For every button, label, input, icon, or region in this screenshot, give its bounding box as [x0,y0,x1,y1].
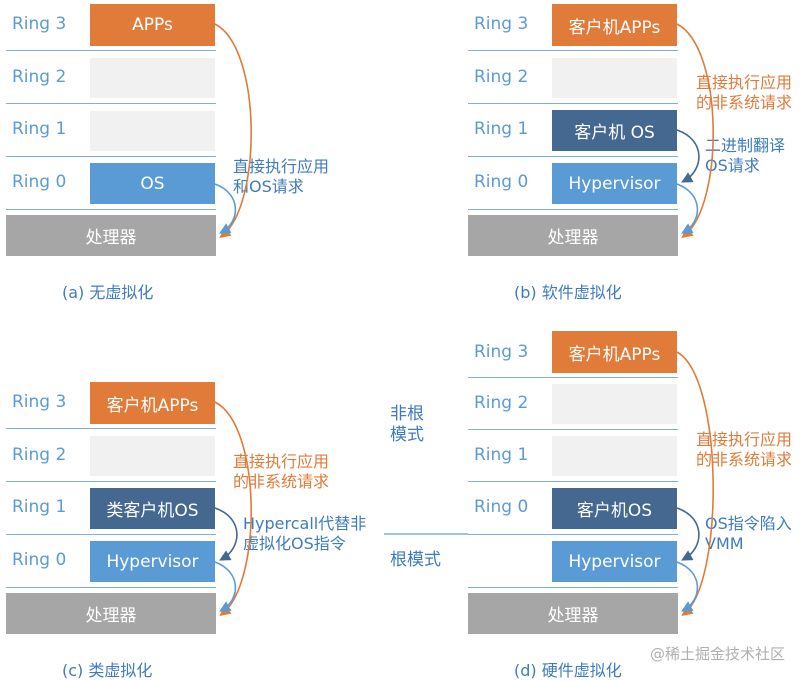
ring-divider [468,429,678,430]
processor-box: 处理器 [6,215,216,256]
para-guest-os-box: 类客户机OS [90,488,215,529]
ring-divider [6,156,216,157]
hypervisor-to-processor-arrow [676,561,699,612]
guest-os-to-hypervisor-arrow [676,129,700,183]
processor-box: 处理器 [6,593,216,634]
ring-divider [468,534,678,535]
guest-os-to-hypervisor-arrow [676,507,700,561]
os-trap-vmm-note: OS指令陷入 VMM [705,514,792,553]
apps-to-processor-arrow [676,351,714,617]
ring-divider [468,50,678,51]
apps-to-processor-arrow [676,23,714,239]
ring-2-label: Ring 2 [12,445,67,465]
ring-divider [6,587,216,588]
non-system-request-note: 直接执行应用 的非系统请求 [233,452,330,491]
ring-3-label: Ring 3 [12,392,67,412]
apps-box: APPs [90,4,215,46]
caption-a: (a) 无虚拟化 [62,283,154,302]
hypervisor-to-processor-arrow [214,561,237,612]
ring-3-label: Ring 3 [12,14,67,34]
empty-ring-2-box [552,384,677,424]
binary-translation-note: 二进制翻译 OS请求 [705,136,786,175]
empty-ring-2-box [552,58,677,98]
guest-apps-box: 客户机APPs [552,331,677,373]
ring-divider [6,481,216,482]
ring-divider [6,209,216,210]
hypercall-note: Hypercall代替非 虚拟化OS指令 [243,514,367,553]
ring-divider [468,209,678,210]
empty-ring-2-box [90,58,215,98]
guest-apps-box: 客户机APPs [90,382,215,424]
ring-0-label: Ring 0 [474,497,529,517]
ring-2-label: Ring 2 [12,67,67,87]
guest-os-box: 客户机 OS [552,110,677,151]
guest-os-to-hypervisor-arrow [214,507,238,561]
ring-1-label: Ring 1 [474,119,529,139]
ring-divider [6,103,216,104]
ring-divider [6,50,216,51]
hypervisor-box: Hypervisor [552,163,677,204]
ring-2-label: Ring 2 [474,67,529,87]
os-to-processor-arrow [214,183,237,234]
root-mode-label: 根模式 [390,550,441,570]
ring-divider [6,534,216,535]
ring-3-label: Ring 3 [474,342,529,362]
ring-2-label: Ring 2 [474,393,529,413]
hypervisor-box: Hypervisor [90,541,215,582]
empty-ring-1-box [90,111,215,151]
empty-ring-1-box [552,436,677,476]
guest-apps-box: 客户机APPs [552,4,677,46]
apps-to-processor-arrow [214,23,252,239]
hypervisor-to-processor-arrow [676,183,699,234]
direct-exec-note: 直接执行应用 和OS请求 [233,157,330,196]
watermark: @稀土掘金技术社区 [650,645,786,663]
ring-divider [468,481,678,482]
caption-b: (b) 软件虚拟化 [514,283,622,302]
ring-3-label: Ring 3 [474,14,529,34]
os-box: OS [90,163,215,204]
ring-0-label: Ring 0 [12,550,67,570]
non-system-request-note: 直接执行应用 的非系统请求 [696,430,793,469]
ring-divider [468,156,678,157]
ring-divider [468,377,678,378]
ring-0-label: Ring 0 [12,172,67,192]
ring-0-label: Ring 0 [474,172,529,192]
ring-1-label: Ring 1 [12,497,67,517]
non-root-mode-label: 非根 模式 [390,404,424,445]
ring-divider [468,587,678,588]
caption-d: (d) 硬件虚拟化 [514,661,622,680]
ring-divider [6,428,216,429]
caption-c: (c) 类虚拟化 [62,661,153,680]
ring-divider [468,103,678,104]
processor-box: 处理器 [468,215,678,256]
guest-os-box: 客户机OS [552,488,677,529]
empty-ring-2-box [90,436,215,476]
apps-to-processor-arrow [214,401,252,617]
ring-1-label: Ring 1 [12,119,67,139]
ring-1-label: Ring 1 [474,445,529,465]
hypervisor-box: Hypervisor [552,541,677,582]
processor-box: 处理器 [468,593,678,634]
non-system-request-note: 直接执行应用 的非系统请求 [696,73,793,112]
